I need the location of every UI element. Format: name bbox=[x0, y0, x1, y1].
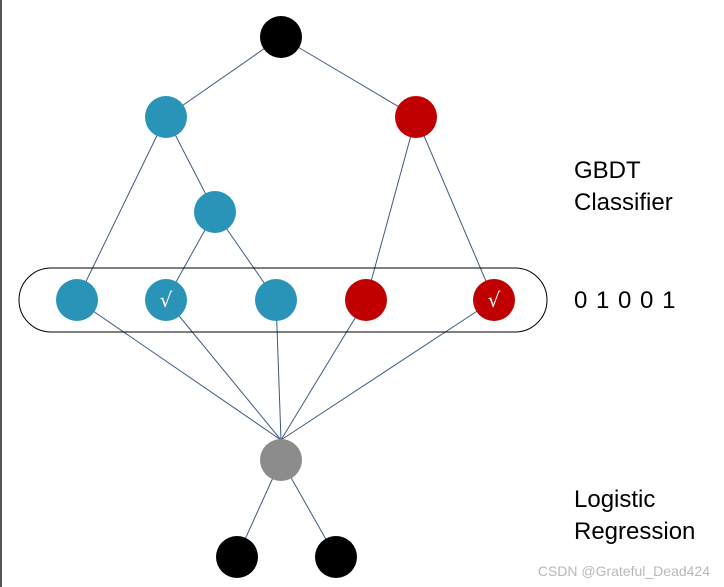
leaf-node-3 bbox=[255, 279, 297, 321]
edge-root-to-tree1 bbox=[165, 36, 282, 118]
edge-leaf4-to-lr bbox=[280, 299, 367, 441]
edge-leaf2-to-lr bbox=[165, 299, 282, 441]
output-node-2 bbox=[315, 536, 357, 578]
tree1-root-node bbox=[145, 96, 187, 138]
edge-leaf5-to-lr bbox=[280, 299, 495, 441]
edge-tree2-to-leaf5 bbox=[415, 116, 495, 301]
watermark: CSDN @Grateful_Dead424 bbox=[537, 563, 710, 579]
leaf-node-4 bbox=[345, 279, 387, 321]
gbdt-label-line2: Classifier bbox=[574, 189, 673, 216]
leaf-2-checkmark: √ bbox=[160, 288, 173, 312]
lr-label-line1: Logistic bbox=[574, 486, 656, 513]
leaf-node-1 bbox=[56, 279, 98, 321]
leaf-layer-capsule bbox=[18, 267, 548, 333]
edge-tree1-to-leaf1 bbox=[76, 116, 167, 301]
logistic-regression-label: Logistic Regression bbox=[574, 484, 695, 548]
gbdt-label-line1: GBDT bbox=[574, 157, 641, 184]
edge-root-to-tree2 bbox=[280, 36, 417, 118]
output-node-1 bbox=[216, 536, 258, 578]
edge-tree2-to-leaf4 bbox=[365, 116, 417, 301]
window-left-border bbox=[0, 0, 2, 587]
root-node bbox=[260, 16, 302, 58]
leaf-5-checkmark: √ bbox=[488, 288, 501, 312]
tree1-inner-node bbox=[194, 191, 236, 233]
lr-label-line2: Regression bbox=[574, 518, 696, 545]
edge-leaf1-to-lr bbox=[76, 299, 282, 441]
edge-leaf3-to-lr bbox=[275, 299, 282, 441]
leaf-code-label: 0 1 0 0 1 bbox=[574, 287, 677, 314]
gbdt-classifier-label: GBDT Classifier bbox=[574, 155, 673, 219]
leaf-node-5 bbox=[473, 279, 515, 321]
leaf-node-2 bbox=[145, 279, 187, 321]
lr-node bbox=[260, 439, 302, 481]
tree2-root-node bbox=[395, 96, 437, 138]
